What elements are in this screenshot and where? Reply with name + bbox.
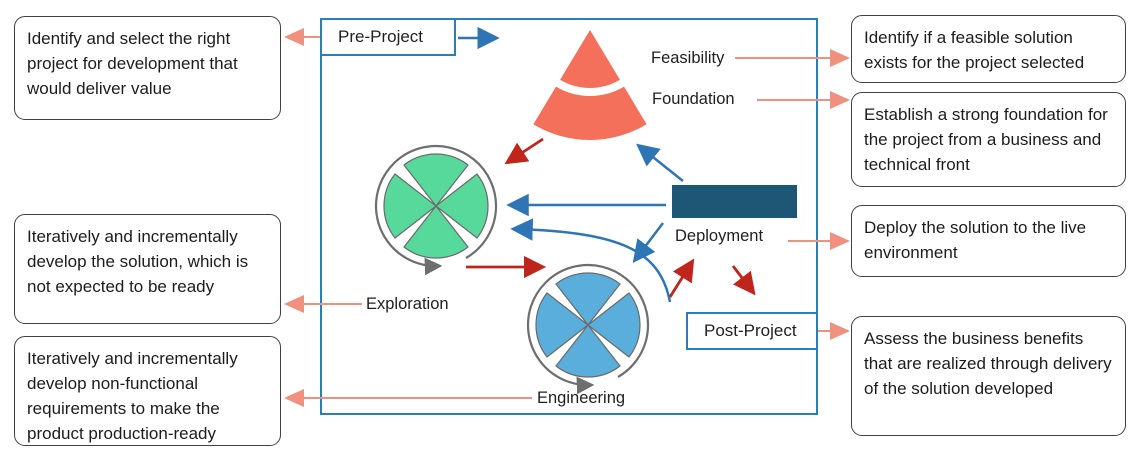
pre-project-box: Pre-Project: [320, 18, 456, 56]
engineering-label: Engineering: [537, 389, 626, 407]
exploration-label: Exploration: [366, 295, 449, 313]
note-post-project-description: Assess the business benefits that are re…: [851, 316, 1126, 436]
note-deployment-description: Deploy the solution to the live environm…: [851, 205, 1126, 277]
note-pre-project-description: Identify and select the right project fo…: [14, 16, 281, 120]
deployment-label: Deployment: [675, 227, 764, 245]
foundation-label: Foundation: [652, 90, 735, 108]
post-project-box: Post-Project: [686, 312, 818, 350]
note-foundation-description: Establish a strong foundation for the pr…: [851, 92, 1126, 187]
lifecycle-frame: [320, 18, 818, 415]
note-feasibility-description: Identify if a feasible solution exists f…: [851, 15, 1126, 83]
feasibility-label: Feasibility: [651, 49, 725, 67]
note-exploration-description: Iteratively and incrementally develop th…: [14, 214, 281, 324]
note-engineering-description: Iteratively and incrementally develop no…: [14, 336, 281, 446]
